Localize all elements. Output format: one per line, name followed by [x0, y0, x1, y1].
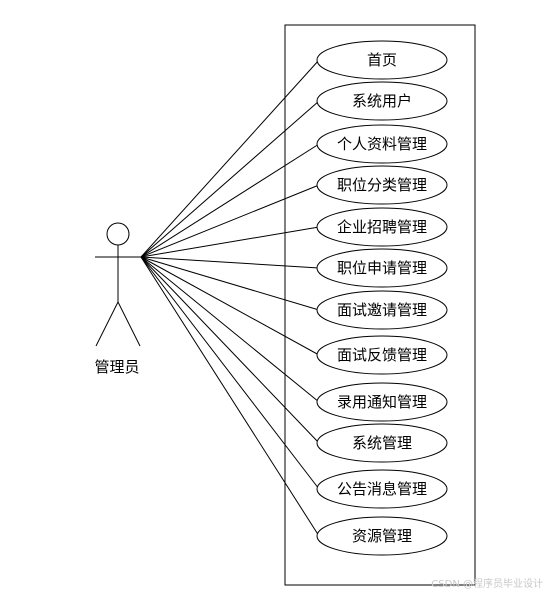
- use-case-ellipse: [316, 81, 448, 121]
- use-case: 职位分类管理: [316, 165, 448, 205]
- use-case: 首页: [316, 40, 448, 80]
- use-case-ellipse: [316, 469, 448, 509]
- use-case-ellipse: [316, 40, 448, 80]
- actor-right-leg: [117, 301, 141, 347]
- association-line: [140, 100, 320, 258]
- use-case: 面试邀请管理: [316, 290, 448, 330]
- use-cases: 首页系统用户个人资料管理职位分类管理企业招聘管理职位申请管理面试邀请管理面试反馈…: [316, 40, 448, 556]
- association-line: [140, 143, 320, 258]
- association-line: [140, 256, 320, 537]
- use-case: 面试反馈管理: [316, 335, 448, 375]
- actor-left-leg: [95, 301, 119, 347]
- use-case: 职位申请管理: [316, 248, 448, 288]
- association-line: [140, 256, 320, 403]
- use-case-ellipse: [316, 335, 448, 375]
- use-case-ellipse: [316, 207, 448, 247]
- use-case-label: 面试邀请管理: [337, 301, 427, 319]
- association-lines: [140, 59, 320, 537]
- use-case-label: 资源管理: [352, 527, 412, 545]
- use-case-ellipse: [316, 124, 448, 164]
- use-case-label: 首页: [367, 51, 397, 69]
- use-case-ellipse: [316, 516, 448, 556]
- use-case-ellipse: [316, 248, 448, 288]
- actor-head: [106, 222, 130, 246]
- association-line: [140, 226, 320, 258]
- association-line: [140, 256, 320, 269]
- use-case: 企业招聘管理: [316, 207, 448, 247]
- watermark: CSDN @程序员毕业设计: [431, 579, 543, 590]
- use-case-label: 企业招聘管理: [337, 218, 427, 236]
- actor-label: 管理员: [94, 358, 139, 376]
- association-line: [140, 256, 320, 490]
- association-line: [140, 184, 320, 258]
- association-line: [140, 256, 320, 444]
- association-line: [140, 59, 320, 258]
- use-case-label: 系统用户: [352, 92, 412, 110]
- use-case: 系统用户: [316, 81, 448, 121]
- use-case: 个人资料管理: [316, 124, 448, 164]
- use-case-ellipse: [316, 165, 448, 205]
- use-case-ellipse: [316, 423, 448, 463]
- association-line: [140, 256, 320, 356]
- use-case: 系统管理: [316, 423, 448, 463]
- use-case-label: 公告消息管理: [337, 480, 427, 498]
- use-case: 公告消息管理: [316, 469, 448, 509]
- system-boundary: [284, 24, 476, 586]
- use-case-label: 职位分类管理: [337, 176, 427, 194]
- use-case-label: 个人资料管理: [337, 135, 427, 153]
- use-case-ellipse: [316, 290, 448, 330]
- use-case: 录用通知管理: [316, 382, 448, 422]
- actor-figure: 管理员: [94, 222, 141, 376]
- use-case-label: 面试反馈管理: [337, 346, 427, 364]
- use-case-label: 系统管理: [352, 434, 412, 452]
- use-case-label: 录用通知管理: [337, 393, 427, 411]
- use-case: 资源管理: [316, 516, 448, 556]
- use-case-label: 职位申请管理: [337, 259, 427, 277]
- association-line: [140, 256, 320, 311]
- use-case-ellipse: [316, 382, 448, 422]
